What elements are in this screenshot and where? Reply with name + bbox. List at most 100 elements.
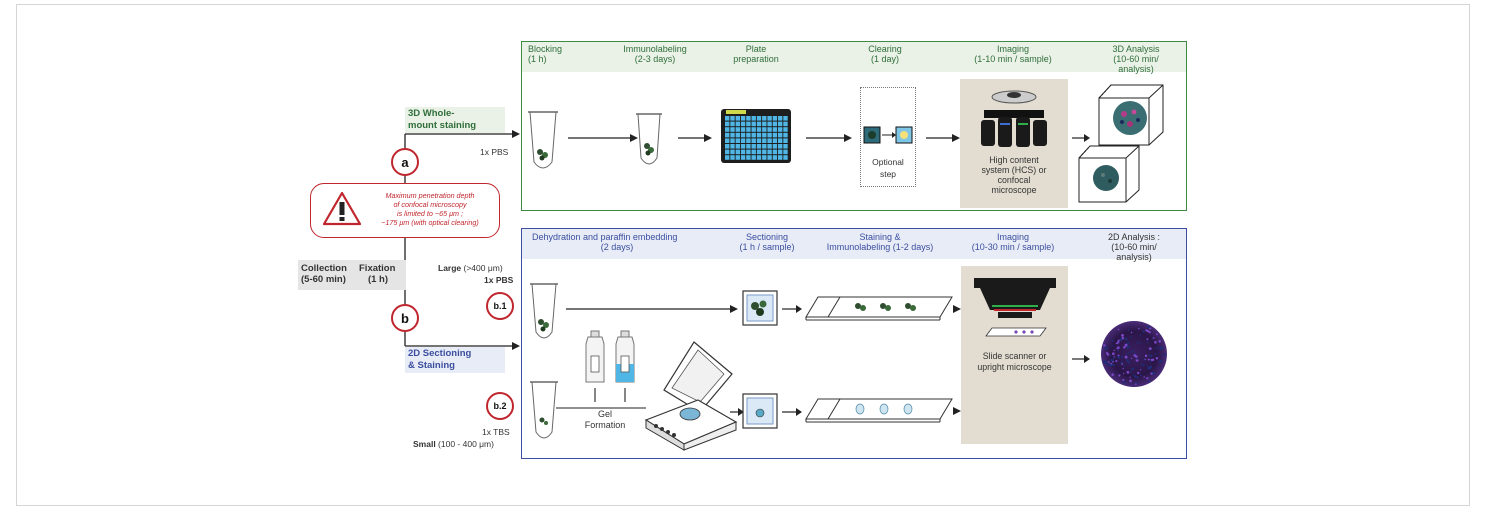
well <box>725 149 730 155</box>
section-speckle <box>1128 351 1131 354</box>
well <box>778 144 783 149</box>
section-speckle <box>1159 359 1162 363</box>
section-speckle <box>1139 341 1142 344</box>
section-speckle <box>1152 336 1155 339</box>
well <box>725 121 730 127</box>
section-speckle <box>1117 346 1120 349</box>
well <box>762 144 767 149</box>
section-speckle <box>1154 353 1157 356</box>
well <box>778 116 783 121</box>
section-speckle <box>1144 354 1148 358</box>
section-speckle <box>1121 363 1124 365</box>
section-speckle <box>1105 361 1108 364</box>
section-speckle <box>1147 380 1150 383</box>
step-sectioning-title: Sectioning <box>745 232 789 242</box>
section-speckle <box>1151 338 1154 341</box>
section-speckle <box>1120 363 1122 365</box>
warning-icon <box>322 191 362 226</box>
section-speckle <box>1147 341 1149 344</box>
well <box>746 127 751 132</box>
well <box>772 144 778 149</box>
step-plate-sub: preparation <box>733 54 779 64</box>
well <box>730 149 735 155</box>
well <box>772 155 778 160</box>
step-blocking-title: Blocking <box>528 44 563 54</box>
section-speckle <box>1130 331 1133 334</box>
section-speckle <box>1150 372 1153 375</box>
section-speckle <box>1117 339 1120 342</box>
step-blocking-time: (1 h) <box>528 54 547 64</box>
section-speckle <box>1113 349 1115 352</box>
scanner-label-2: upright microscope <box>977 362 1052 372</box>
step-staining-time: Immunolabeling (1-2 days) <box>826 242 934 252</box>
tube-icon <box>530 283 558 339</box>
branch-b-label-bg <box>405 347 505 373</box>
well <box>772 138 778 143</box>
section-speckle <box>1130 371 1132 374</box>
optional-step-box <box>860 87 916 187</box>
section-speckle <box>1140 374 1142 377</box>
well <box>735 127 740 132</box>
arrow-icon <box>782 305 802 313</box>
well <box>772 132 778 138</box>
section-speckle <box>1159 346 1163 350</box>
step-2danalysis-sub: analysis) <box>1116 252 1152 262</box>
collection-bg <box>298 260 406 290</box>
well <box>756 144 762 149</box>
well <box>740 149 746 155</box>
arrow-icon <box>678 134 712 142</box>
circle-b1: b.1 <box>486 292 514 320</box>
hcs-label-1: High content <box>989 155 1039 165</box>
arrow-icon <box>566 305 738 313</box>
well <box>778 132 783 138</box>
well <box>772 127 778 132</box>
section-speckle <box>1155 333 1158 336</box>
section-speckle <box>1117 354 1120 357</box>
section-speckle <box>1128 328 1130 331</box>
well <box>767 127 772 132</box>
well <box>762 149 767 155</box>
small-bold: Small <box>413 439 436 449</box>
section-speckle <box>1122 372 1125 375</box>
well <box>735 149 740 155</box>
well <box>762 121 767 127</box>
section-speckle <box>1121 333 1124 337</box>
fixation-time: (1 h) <box>367 274 389 285</box>
well <box>778 121 783 127</box>
well <box>762 116 767 121</box>
section-speckle <box>1135 355 1138 358</box>
fixation-label: Fixation <box>359 263 396 274</box>
section-speckle <box>1130 336 1132 338</box>
well <box>751 127 756 132</box>
gel-block-icon <box>742 393 778 429</box>
section-speckle <box>1163 353 1166 356</box>
section-speckle <box>1154 340 1157 344</box>
section-speckle <box>1148 330 1151 334</box>
section-speckle <box>1136 342 1138 344</box>
section-speckle <box>1133 375 1137 378</box>
section-speckle <box>1126 359 1129 362</box>
section-speckle <box>1107 361 1110 363</box>
well <box>756 132 762 138</box>
warning-line-1: Maximum penetration depth <box>385 191 475 200</box>
gel-label-1: Gel <box>597 409 612 419</box>
well <box>778 149 783 155</box>
section-speckle <box>1119 338 1123 341</box>
section-speckle <box>1144 358 1146 361</box>
branch-b-label-1: 2D Sectioning <box>408 348 472 359</box>
section-speckle <box>1121 355 1124 358</box>
step-imaging2-title: Imaging <box>996 232 1030 242</box>
well <box>756 116 762 121</box>
section-speckle <box>1111 352 1115 356</box>
step-sectioning-time: (1 h / sample) <box>739 242 795 252</box>
section-speckle <box>1150 358 1153 361</box>
well <box>762 132 767 138</box>
section-speckle <box>1134 383 1137 385</box>
arrow-icon <box>953 305 961 313</box>
well <box>725 138 730 143</box>
arrow-icon <box>782 408 802 416</box>
well <box>762 155 767 160</box>
section-speckle <box>1109 363 1112 367</box>
embedding-station-icon <box>644 341 738 451</box>
branch-a-buffer: 1x PBS <box>480 147 509 157</box>
